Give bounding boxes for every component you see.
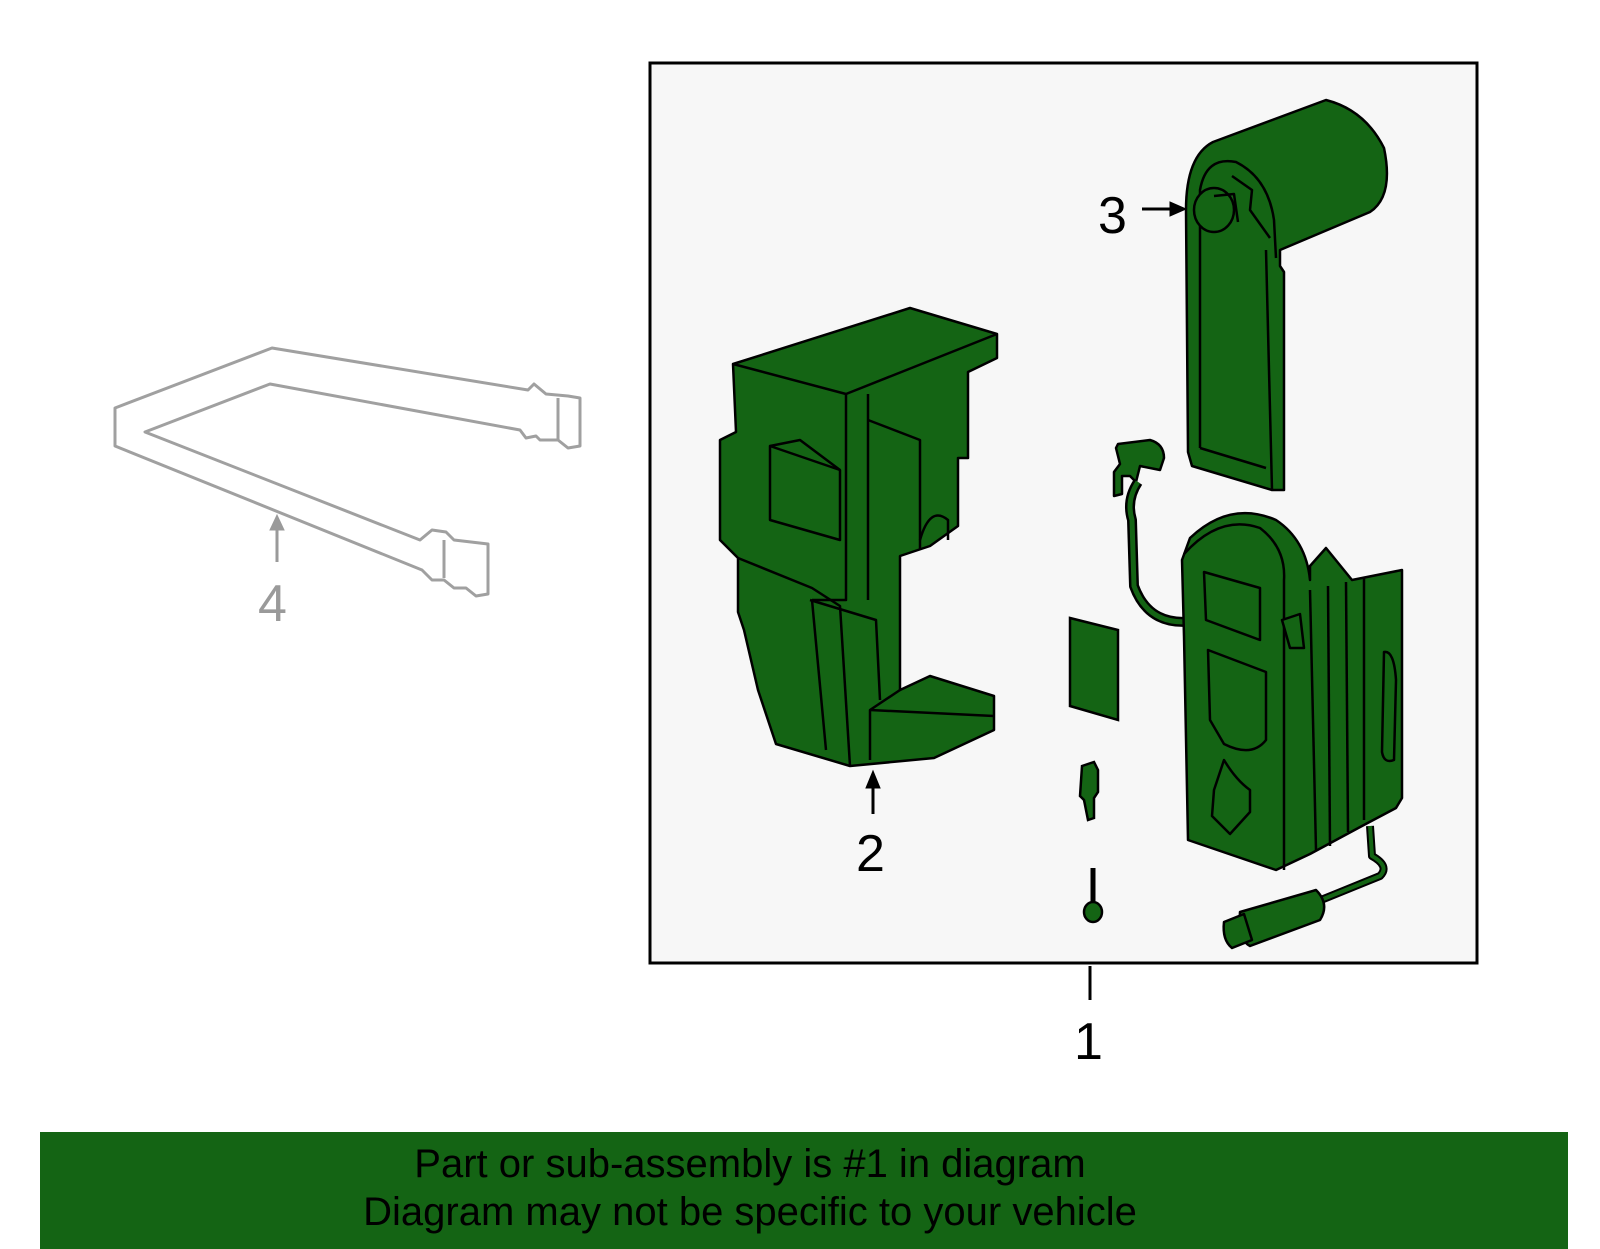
callout-1: 1 (1074, 1013, 1103, 1071)
part-3-cap (1184, 98, 1389, 492)
callout-4: 4 (258, 575, 287, 633)
part-3-arrow (1142, 201, 1188, 217)
part-4-arrow (269, 513, 285, 562)
footer-banner: Part or sub-assembly is #1 in diagram Di… (40, 1132, 1568, 1249)
part-2-bracket (718, 306, 999, 768)
housing-connector (1222, 825, 1388, 950)
screw-part (1082, 868, 1104, 924)
callout-3: 3 (1098, 187, 1127, 245)
callout-2: 2 (856, 825, 885, 883)
part-4-tube (113, 346, 582, 598)
main-housing (1180, 511, 1404, 872)
part-2-arrow (865, 769, 881, 814)
footer-line-1: Part or sub-assembly is #1 in diagram (414, 1142, 1086, 1186)
pad-part (1068, 616, 1120, 722)
sensor-cable (1112, 438, 1201, 627)
pin-part (1078, 760, 1100, 822)
footer-line-2: Diagram may not be specific to your vehi… (363, 1190, 1137, 1234)
